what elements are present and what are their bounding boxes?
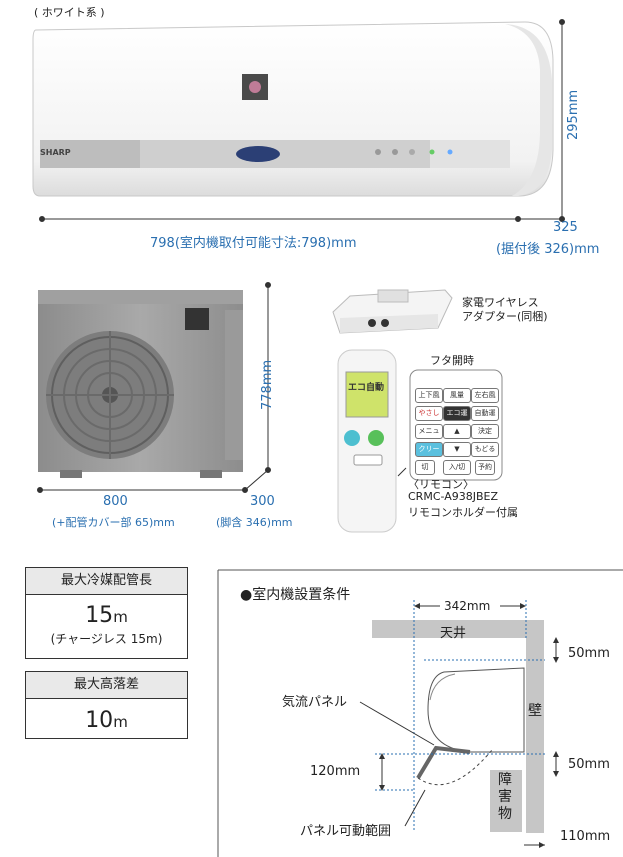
remote-button-gentle: やさしさ: [415, 406, 443, 421]
remote-caption-line3: リモコンホルダー付属: [408, 506, 518, 519]
airflow-panel-label: 気流パネル: [282, 695, 348, 710]
remote-model: CRMC-A938JBEZ: [408, 490, 499, 503]
height-diff-value: 10: [85, 708, 114, 733]
remote-button-off: 切: [415, 460, 435, 475]
indoor-unit-illustration: [32, 21, 554, 197]
remote-button-ok: 決定: [471, 424, 499, 439]
panel-drop-label: 120mm: [310, 764, 361, 779]
adapter-illustration: [332, 289, 453, 334]
remote-button-back: もどる: [471, 442, 499, 457]
indoor-dimension-lines: [39, 19, 565, 222]
adapter-label-line1: 家電ワイヤレス: [462, 296, 539, 309]
side-clearance-label: 50mm: [568, 757, 610, 772]
brand-logo: SHARP: [40, 148, 71, 157]
adapter-label-line2: アダプター(同梱): [462, 310, 548, 323]
remote-button-menu: メニュー: [415, 424, 443, 439]
outdoor-depth-label: 300: [250, 494, 275, 509]
outdoor-depth-note: (脚含 346)mm: [216, 516, 293, 529]
color-variant-note: ( ホワイト系 ): [34, 6, 105, 19]
remote-button-auto: 自動運転: [471, 406, 499, 421]
remote-lid-open-label: フタ開時: [430, 354, 474, 367]
outdoor-width-label: 800: [103, 494, 128, 509]
remote-button-leftright: 左右風向: [471, 388, 499, 403]
install-diagram: [217, 569, 623, 857]
pipe-length-value-row: 15m: [26, 603, 187, 628]
panel-range-label: パネル可動範囲: [300, 824, 392, 839]
remote-button-clean: クリーン: [415, 442, 443, 457]
remote-button-updown: 上下風向: [415, 388, 443, 403]
wall-label: 壁: [528, 703, 542, 719]
remote-button-eco: エコ運転: [443, 406, 471, 421]
top-clearance-label: 50mm: [568, 646, 610, 661]
outdoor-height-label: 778mm: [260, 359, 275, 410]
remote-button-up: ▲: [443, 424, 471, 439]
remote-button-down: ▼: [443, 442, 471, 457]
pipe-length-box: 最大冷媒配管長 15m (チャージレス 15m): [25, 567, 188, 659]
remote-button-onoff: 入/切: [443, 460, 471, 475]
remote-display-text: エコ自動: [348, 383, 385, 393]
pipe-length-note: (チャージレス 15m): [50, 632, 163, 646]
pipe-length-title: 最大冷媒配管長: [26, 568, 187, 595]
indoor-height-label: 295mm: [566, 89, 581, 140]
bottom-clearance-label: 110mm: [560, 829, 611, 844]
indoor-depth-installed-label: (据付後 326)mm: [496, 242, 600, 257]
install-width-label: 342mm: [444, 599, 491, 613]
height-diff-unit: m: [113, 713, 128, 731]
height-diff-value-row: 10m: [26, 708, 187, 733]
outdoor-width-note: (+配管カバー部 65)mm: [52, 516, 175, 529]
remote-closed-illustration: [337, 349, 397, 533]
ceiling-label: 天井: [440, 626, 467, 641]
indoor-width-label: 798(室内機取付可能寸法:798)mm: [150, 236, 357, 251]
outdoor-dimension-lines: [37, 282, 271, 493]
height-diff-box: 最大高落差 10m: [25, 671, 188, 739]
obstacle-label: 障害物: [498, 772, 512, 822]
remote-caption-line1: 〈リモコン〉: [408, 478, 474, 491]
pipe-length-unit: m: [113, 608, 128, 626]
indoor-depth-label: 325: [553, 220, 578, 235]
pipe-length-value: 15: [85, 603, 114, 628]
remote-button-fan: 風量: [443, 388, 471, 403]
remote-button-timer: 予約: [475, 460, 495, 475]
install-title: ●室内機設置条件: [240, 587, 351, 603]
outdoor-unit-illustration: [38, 290, 243, 478]
height-diff-title: 最大高落差: [26, 672, 187, 699]
